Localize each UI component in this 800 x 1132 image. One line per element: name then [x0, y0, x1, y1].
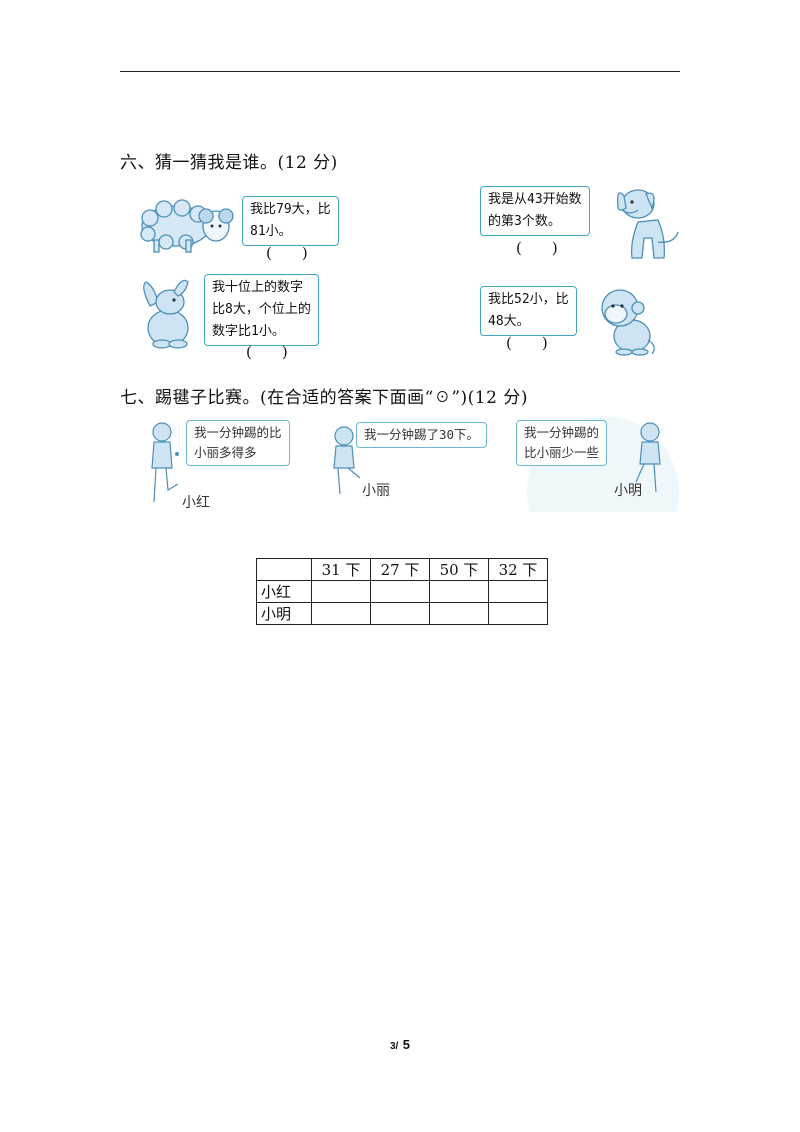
- rabbit-speech-bubble: 我十位上的数字 比8大，个位上的 数字比1小。: [204, 274, 319, 346]
- xiaoming-figure-icon: [635, 422, 661, 493]
- sheep-answer-blank: ( ): [266, 244, 308, 262]
- answer-cell[interactable]: [370, 602, 430, 625]
- section-6-title: 六、猜一猜我是谁。(12 分): [120, 153, 338, 173]
- table-row: 小红: [256, 580, 548, 603]
- xiaoming-name-label: 小明: [614, 483, 642, 499]
- xiaohong-name-label: 小红: [182, 495, 210, 511]
- answer-cell[interactable]: [488, 580, 548, 603]
- answer-cell[interactable]: [311, 580, 371, 603]
- rabbit-answer-blank: ( ): [246, 343, 288, 361]
- dog-answer-blank: ( ): [516, 239, 558, 257]
- table-row: 小明: [256, 602, 548, 625]
- rabbit-icon: [143, 279, 189, 349]
- answer-cell[interactable]: [429, 580, 489, 603]
- table-header-cell: 27 下: [370, 558, 430, 581]
- section-7-title: 七、踢毽子比赛。(在合适的答案下面画“☉”)(12 分): [120, 388, 528, 408]
- table-header-cell: 50 下: [429, 558, 489, 581]
- table-header-cell: 32 下: [488, 558, 548, 581]
- table-corner-cell: [256, 558, 312, 581]
- monkey-icon: [601, 289, 655, 356]
- sheep-icon: [140, 199, 234, 253]
- page-number: 3/: [389, 1041, 399, 1052]
- xiaoli-speech-bubble: 我一分钟踢了30下。: [356, 422, 488, 448]
- xiaoli-figure-icon: [333, 426, 361, 495]
- row-label-xiaohong: 小红: [256, 580, 312, 603]
- dog-speech-bubble: 我是从43开始数 的第3个数。: [480, 186, 590, 236]
- xiaoming-speech-bubble: 我一分钟踢的 比小丽少一些: [516, 420, 608, 466]
- answer-cell[interactable]: [370, 580, 430, 603]
- xiaohong-figure-icon: [151, 422, 179, 503]
- header-rule: [120, 71, 680, 72]
- answer-cell[interactable]: [488, 602, 548, 625]
- table-header-cell: 31 下: [311, 558, 371, 581]
- page-total: 5: [402, 1037, 411, 1052]
- answer-table: 31 下 27 下 50 下 32 下 小红 小明: [256, 558, 548, 625]
- table-header-row: 31 下 27 下 50 下 32 下: [256, 558, 548, 581]
- sheep-speech-bubble: 我比79大，比 81小。: [242, 196, 339, 246]
- dog-icon: [616, 189, 679, 259]
- xiaohong-speech-bubble: 我一分钟踢的比 小丽多得多: [186, 420, 290, 466]
- page-footer: 3/ 5: [0, 1036, 800, 1054]
- answer-cell[interactable]: [429, 602, 489, 625]
- row-label-xiaoming: 小明: [256, 602, 312, 625]
- monkey-answer-blank: ( ): [506, 334, 548, 352]
- monkey-speech-bubble: 我比52小，比 48大。: [480, 286, 577, 336]
- xiaoli-name-label: 小丽: [362, 483, 390, 499]
- answer-cell[interactable]: [311, 602, 371, 625]
